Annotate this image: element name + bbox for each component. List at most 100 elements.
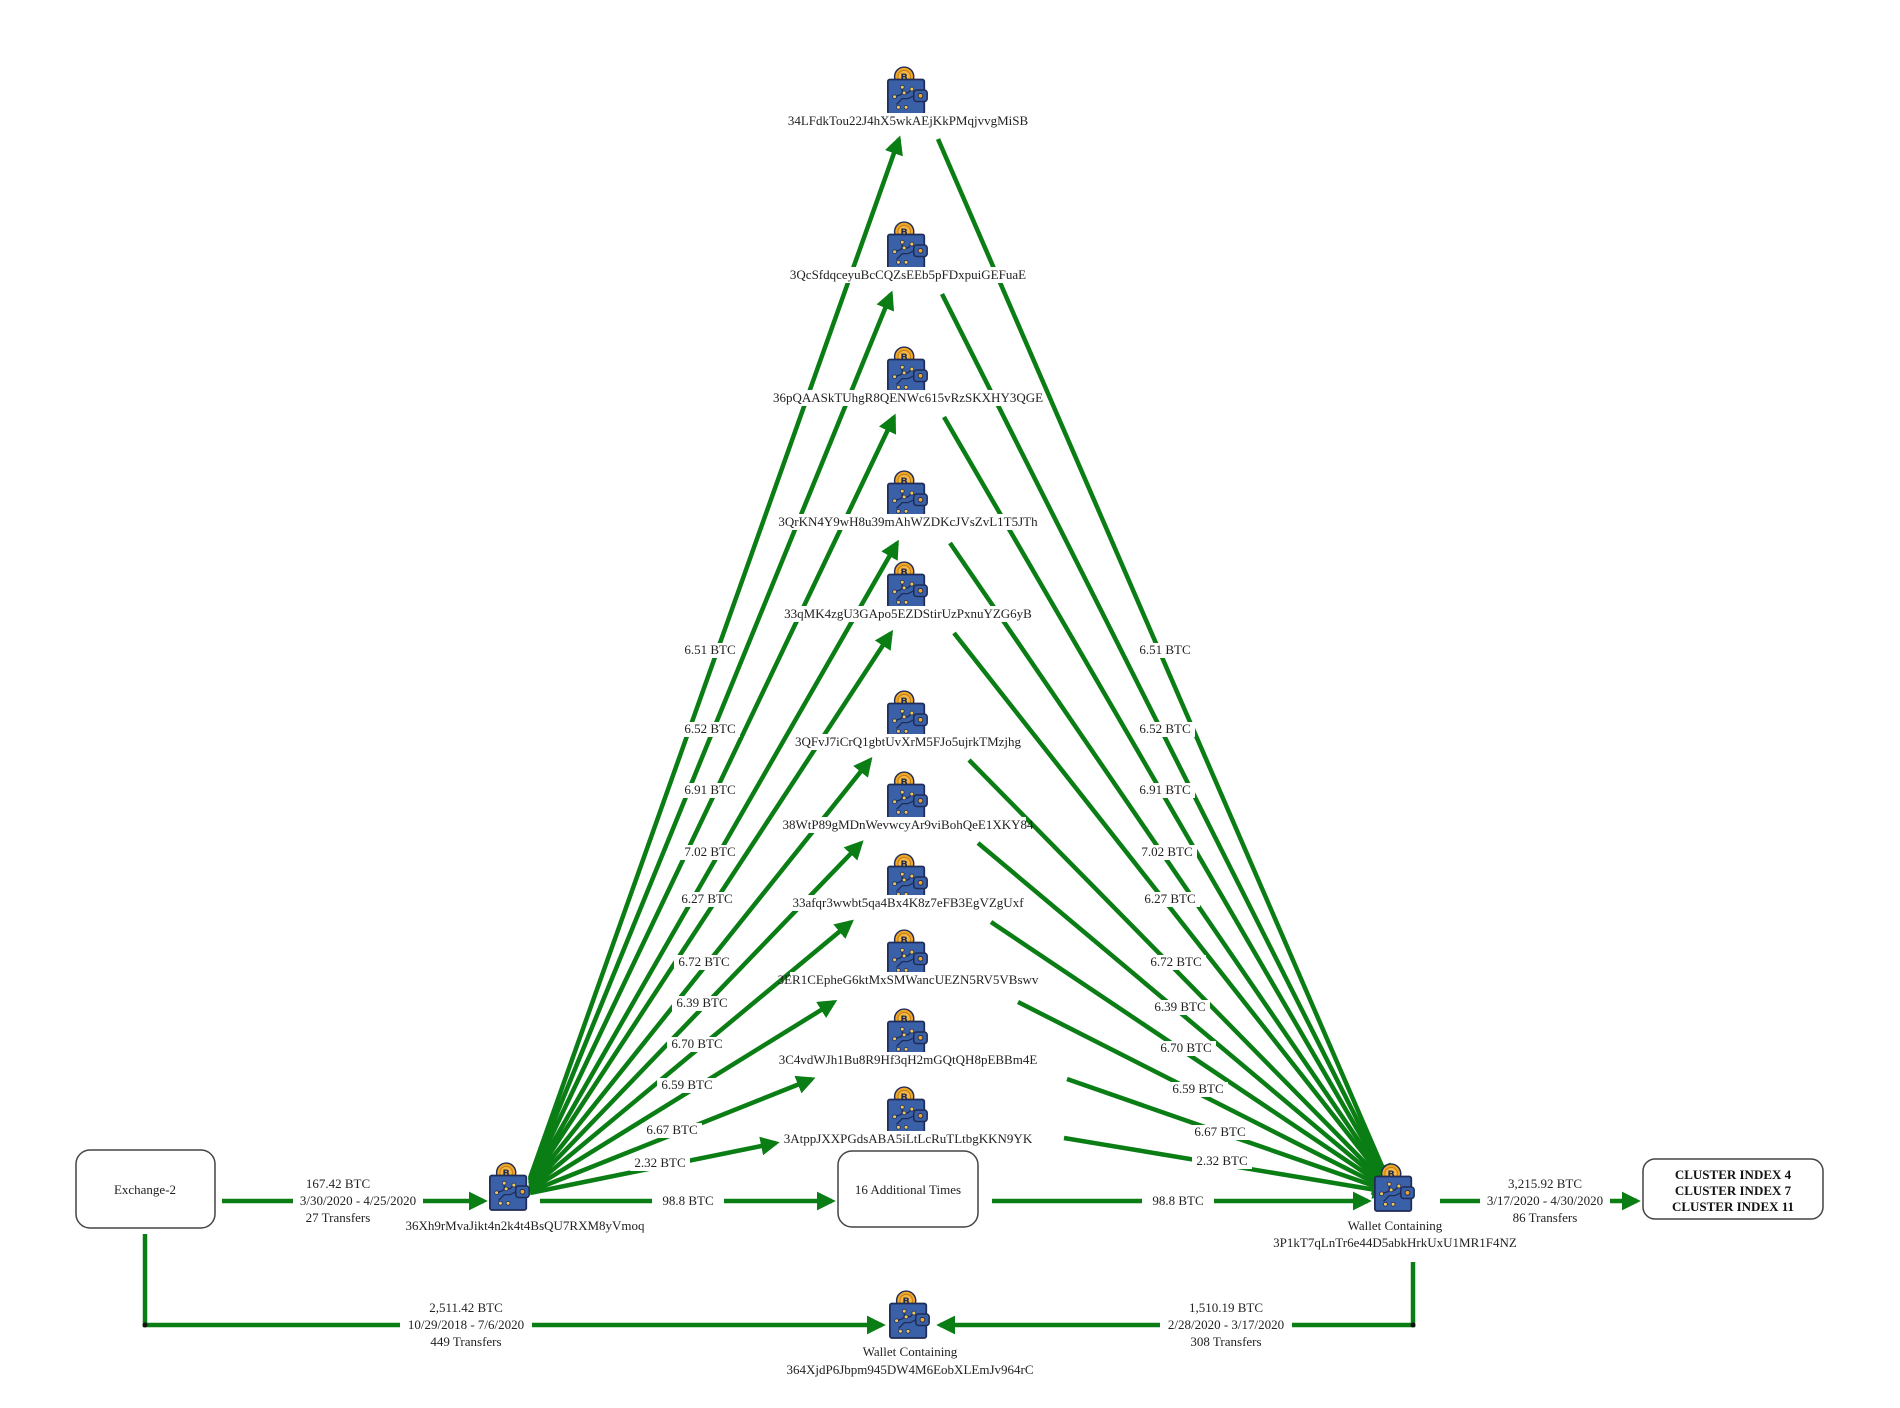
destination-wallet-node[interactable]: Wallet Containing 3P1kT7qLnTr6e44D5abkHr…	[1273, 1163, 1517, 1250]
edge-source-to-intermediate[interactable]	[528, 539, 899, 1184]
edge-amount: 6.70 BTC	[1160, 1040, 1211, 1055]
destination-wallet-address: 3P1kT7qLnTr6e44D5abkHrkUxU1MR1F4NZ	[1273, 1235, 1517, 1250]
edge-amount: 6.27 BTC	[1144, 891, 1195, 906]
intermediate-wallet-node[interactable]: 3ER1CEpheG6ktMxSMWancUEZN5RV5VBswv	[778, 929, 1039, 988]
intermediate-wallet-node[interactable]: 3QcSfdqceyuBcCQZsEEb5pFDxpuiGEFuaE	[790, 221, 1026, 283]
intermediate-wallet-address: 33afqr3wwbt5qa4Bx4K8z7eFB3EgVZgUxf	[792, 895, 1024, 910]
destination-wallet-title: Wallet Containing	[1348, 1218, 1443, 1233]
bitcoin-wallet-icon	[887, 690, 929, 739]
cluster-node[interactable]: CLUSTER INDEX 4 CLUSTER INDEX 7 CLUSTER …	[1642, 1158, 1824, 1220]
edge-intermediate-to-destination[interactable]	[939, 292, 1391, 1185]
intermediate-wallet-address: 38WtP89gMDnWevwcyAr9viBohQeE1XKY84	[783, 817, 1034, 832]
edge-amount: 6.52 BTC	[1139, 721, 1190, 736]
edge-intermediate-to-destination[interactable]	[948, 541, 1391, 1187]
nodes-layer: 34LFdkTou22J4hX5wkAEjKkPMqjvvgMiSB 3QcSfd…	[773, 66, 1043, 1147]
edges-layer	[527, 135, 1392, 1199]
edge-label-background	[667, 1037, 727, 1052]
edge-label-background	[674, 955, 734, 970]
intermediate-wallet-node[interactable]: 3QrKN4Y9wH8u39mAhWZDKcJVsZvL1T5JTh	[778, 470, 1038, 530]
edge-exchange-to-bottom-wallet[interactable]	[142, 1234, 886, 1335]
edge-source-to-intermediate[interactable]	[527, 135, 903, 1179]
edge-label-background	[680, 783, 740, 798]
intermediate-wallet-node[interactable]: 36pQAASkTUhgR8QENWc615vRzSKXHY3QGE	[773, 346, 1043, 406]
edge-label-background	[1135, 783, 1195, 798]
intermediate-wallet-node[interactable]: 34LFdkTou22J4hX5wkAEjKkPMqjvvgMiSB	[788, 66, 1029, 129]
edge-intermediate-to-destination[interactable]	[942, 415, 1390, 1186]
edge-label-background	[1146, 955, 1206, 970]
intermediate-wallet-address: 33qMK4zgU3GApo5EZDStirUzPxnuYZG6yB	[784, 606, 1032, 621]
edge-source-to-intermediate[interactable]	[527, 413, 897, 1182]
edge-amount: 6.51 BTC	[1139, 642, 1190, 657]
intermediate-wallet-address: 3QcSfdqceyuBcCQZsEEb5pFDxpuiGEFuaE	[790, 267, 1026, 282]
edge-label-background	[1156, 1041, 1216, 1056]
exchange-label: Exchange-2	[114, 1182, 176, 1197]
bottom-wallet-node[interactable]: Wallet Containing 364XjdP6Jbpm945DW4M6Eo…	[787, 1290, 1034, 1377]
elbow-dot	[142, 1322, 148, 1328]
intermediate-wallet-address: 3QrKN4Y9wH8u39mAhWZDKcJVsZvL1T5JTh	[778, 514, 1038, 529]
intermediate-wallet-node[interactable]: 33qMK4zgU3GApo5EZDStirUzPxnuYZG6yB	[784, 561, 1032, 622]
additional-times-label: 16 Additional Times	[855, 1182, 961, 1197]
edge-amount: 6.72 BTC	[678, 954, 729, 969]
edge-amount: 167.42 BTC	[306, 1176, 370, 1191]
edge-amount: 2.32 BTC	[634, 1155, 685, 1170]
edge-label-background	[1190, 1125, 1250, 1140]
edge-transfers: 27 Transfers	[306, 1210, 371, 1225]
edge-source-to-intermediate[interactable]	[528, 629, 894, 1186]
intermediate-wallet-address: 3QFvJ7iCrQ1gbtUvXrM5FJo5ujrkTMzjhg	[795, 734, 1022, 749]
edge-source-to-intermediate[interactable]	[528, 919, 854, 1191]
cluster-index-line: CLUSTER INDEX 7	[1675, 1183, 1792, 1198]
intermediate-wallet-node[interactable]: 3C4vdWJh1Bu8R9Hf3qH2mGQtQH8pEBBm4E	[779, 1008, 1038, 1068]
edge-intermediate-to-destination[interactable]	[952, 631, 1391, 1188]
address-label-background	[790, 113, 1026, 129]
edge-source-to-intermediate[interactable]	[528, 1000, 838, 1192]
intermediate-wallet-node[interactable]: 33afqr3wwbt5qa4Bx4K8z7eFB3EgVZgUxf	[790, 853, 1026, 911]
edge-amount: 6.67 BTC	[646, 1122, 697, 1137]
edge-label-background	[1140, 892, 1200, 907]
edge-transfers: 308 Transfers	[1190, 1334, 1261, 1349]
edge-label-background	[630, 1156, 690, 1171]
edge-date-range: 2/28/2020 - 3/17/2020	[1168, 1317, 1284, 1332]
address-label-background	[790, 895, 1026, 911]
bitcoin-wallet-icon	[887, 771, 929, 820]
edge-intermediate-to-destination[interactable]	[935, 138, 1391, 1184]
edge-label-background	[1192, 1154, 1252, 1169]
intermediate-wallet-node[interactable]: 3QFvJ7iCrQ1gbtUvXrM5FJo5ujrkTMzjhg	[790, 690, 1026, 750]
edge-amount: 98.8 BTC	[1152, 1193, 1203, 1208]
bitcoin-wallet-icon	[887, 221, 929, 270]
edge-destination-to-bottom-wallet[interactable]	[936, 1262, 1416, 1335]
intermediate-wallet-node[interactable]: 38WtP89gMDnWevwcyAr9viBohQeE1XKY84	[783, 771, 1034, 833]
edge-date-range: 10/29/2018 - 7/6/2020	[408, 1317, 524, 1332]
exchange-node[interactable]: Exchange-2	[75, 1149, 216, 1229]
bitcoin-wallet-icon	[889, 1290, 931, 1339]
static-edge-labels: 167.42 BTC 3/30/2020 - 4/25/2020 27 Tran…	[293, 1176, 1610, 1349]
edge-amount: 1,510.19 BTC	[1189, 1300, 1263, 1315]
edge-label-background	[1137, 845, 1197, 860]
bitcoin-wallet-icon	[887, 66, 929, 115]
address-label-background	[790, 1131, 1026, 1147]
intermediate-wallet-node[interactable]: 3AtppJXXPGdsABA5iLtLcRuTLtbgKKN9YK	[784, 1086, 1033, 1147]
edge-label-background	[642, 1123, 702, 1138]
edge-intermediate-to-destination[interactable]	[967, 758, 1391, 1189]
edge-intermediate-to-destination[interactable]	[976, 841, 1391, 1190]
bitcoin-wallet-icon	[887, 346, 929, 395]
edge-label-background	[680, 643, 740, 658]
edge-amount: 7.02 BTC	[1141, 844, 1192, 859]
intermediate-wallet-address: 36pQAASkTUhgR8QENWc615vRzSKXHY3QGE	[773, 390, 1043, 405]
source-wallet-node[interactable]: 36Xh9rMvaJikt4n2k4t4BsQU7RXM8yVmoq	[405, 1162, 645, 1233]
edge-amount: 6.51 BTC	[684, 642, 735, 657]
edge-amount: 6.72 BTC	[1150, 954, 1201, 969]
intermediate-wallet-address: 3AtppJXXPGdsABA5iLtLcRuTLtbgKKN9YK	[784, 1131, 1033, 1146]
cluster-index-line: CLUSTER INDEX 4	[1675, 1167, 1792, 1182]
edge-amount: 2.32 BTC	[1196, 1153, 1247, 1168]
edge-amount: 6.91 BTC	[684, 782, 735, 797]
edge-label-background	[680, 722, 740, 737]
edge-amount: 3,215.92 BTC	[1508, 1176, 1582, 1191]
elbow-dot	[1410, 1322, 1416, 1328]
address-label-background	[790, 390, 1026, 406]
edge-transfers: 86 Transfers	[1513, 1210, 1578, 1225]
edge-amount: 6.59 BTC	[661, 1077, 712, 1092]
bitcoin-wallet-icon	[887, 1086, 929, 1135]
address-label-background	[790, 972, 1026, 988]
additional-times-node[interactable]: 16 Additional Times	[837, 1150, 979, 1228]
